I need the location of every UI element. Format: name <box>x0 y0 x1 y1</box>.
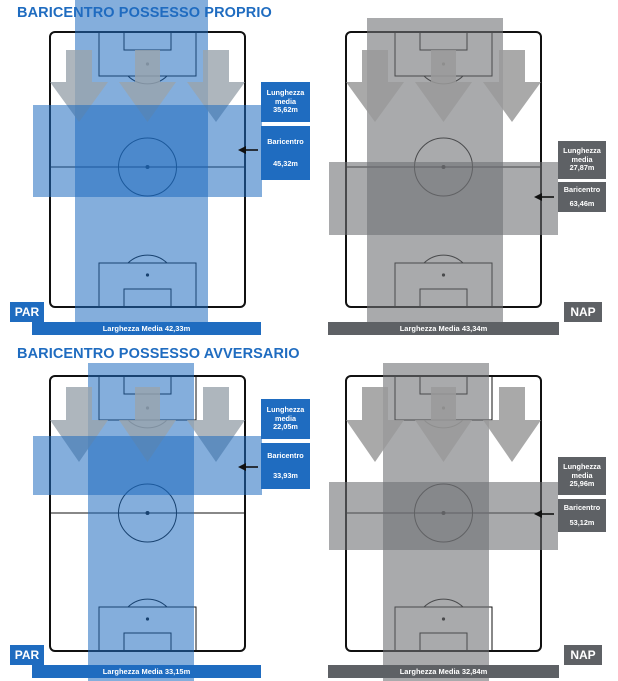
length-stat-box: Lunghezza media 35,62m <box>261 82 310 122</box>
team-badge-par: PAR <box>10 645 44 665</box>
attack-arrow-left <box>50 50 108 122</box>
average-width-bar: Larghezza Media 32,84m <box>328 665 559 678</box>
centroid-value: 63,46m <box>569 199 595 208</box>
centroid-value: 33,93m <box>273 471 298 480</box>
centroid-label: Baricentro <box>267 136 304 146</box>
team-badge-nap: NAP <box>564 302 602 322</box>
attack-arrow-left <box>50 387 108 462</box>
pitch-diagram-nap-opponent <box>329 363 558 681</box>
centroid-arrow-head <box>238 146 246 154</box>
length-value: 25,96m <box>569 479 595 489</box>
length-stat-box: Lunghezza media 22,05m <box>261 399 310 439</box>
attack-direction-arrows <box>50 50 245 122</box>
centroid-label: Baricentro <box>563 502 601 512</box>
length-label: Lunghezza media <box>266 88 305 106</box>
centroid-stat-box: Baricentro 63,46m <box>558 182 606 212</box>
length-stat-box: Lunghezza media 27,87m <box>558 141 606 179</box>
centroid-value: 45,32m <box>273 159 298 168</box>
attack-arrow-right <box>187 387 245 462</box>
pitch-panel-nap-own: Lunghezza media 27,87m Baricentro 63,46m… <box>308 18 618 340</box>
attack-arrow-center <box>415 387 472 462</box>
team-badge-par: PAR <box>10 302 44 322</box>
section-title-opponent-possession: BARICENTRO POSSESSO AVVERSARIO <box>17 346 300 362</box>
attack-direction-arrows <box>346 387 541 462</box>
pitch-diagram-par-own <box>33 0 262 333</box>
centroid-label: Baricentro <box>267 450 304 460</box>
length-value: 35,62m <box>273 105 298 115</box>
attack-arrow-left <box>346 387 404 462</box>
centroid-arrow-head <box>534 193 542 201</box>
attack-arrow-right <box>483 387 541 462</box>
team-badge-nap: NAP <box>564 645 602 665</box>
attack-arrow-center <box>119 387 176 462</box>
centroid-stat-box: Baricentro 33,93m <box>261 443 310 489</box>
attack-direction-arrows <box>50 387 245 462</box>
attack-arrow-left <box>346 50 404 122</box>
attack-direction-arrows <box>346 50 541 122</box>
length-value: 22,05m <box>273 422 298 432</box>
attack-arrow-right <box>483 50 541 122</box>
pitch-diagram-nap-own <box>329 18 558 333</box>
average-length-band <box>329 162 558 235</box>
average-length-band <box>33 105 262 197</box>
centroid-stat-box: Baricentro 53,12m <box>558 499 606 532</box>
centroid-stat-box: Baricentro 45,32m <box>261 126 310 180</box>
attack-arrow-center <box>119 50 176 122</box>
pitch-panel-par-opponent: Lunghezza media 22,05m Baricentro 33,93m… <box>0 363 310 681</box>
pitch-diagram-par-opponent <box>33 363 262 681</box>
length-label: Lunghezza media <box>266 405 305 423</box>
centroid-value: 53,12m <box>569 518 595 527</box>
pitch-panel-nap-opponent: Lunghezza media 25,96m Baricentro 53,12m… <box>308 363 618 681</box>
length-stat-box: Lunghezza media 25,96m <box>558 457 606 495</box>
attack-arrow-right <box>187 50 245 122</box>
length-value: 27,87m <box>569 163 595 173</box>
length-label: Lunghezza media <box>563 462 601 480</box>
average-length-band <box>33 436 262 495</box>
length-label: Lunghezza media <box>563 146 601 164</box>
centroid-arrow-head <box>534 510 542 518</box>
centroid-label: Baricentro <box>563 184 601 194</box>
attack-arrow-center <box>415 50 472 122</box>
average-width-bar: Larghezza Media 43,34m <box>328 322 559 335</box>
pitch-panel-par-own: Lunghezza media 35,62m Baricentro 45,32m… <box>0 0 310 340</box>
centroid-arrow-head <box>238 463 246 471</box>
average-width-bar: Larghezza Media 42,33m <box>32 322 261 335</box>
average-length-band <box>329 482 558 550</box>
average-width-bar: Larghezza Media 33,15m <box>32 665 261 678</box>
